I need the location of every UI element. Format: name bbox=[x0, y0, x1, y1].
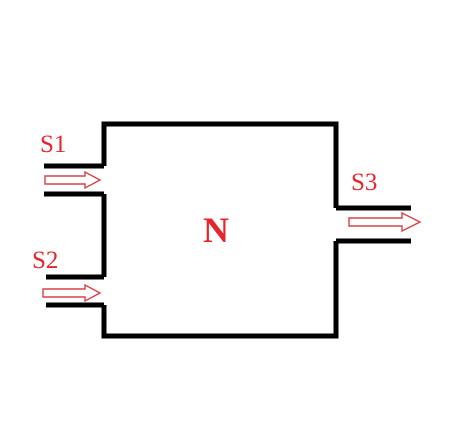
stream-label-s2: S2 bbox=[32, 247, 58, 274]
outlet-arrow-icon bbox=[348, 211, 422, 233]
stream-label-s3: S3 bbox=[351, 169, 377, 196]
unit-body-outline bbox=[101, 121, 339, 339]
inlet-2-arrow-icon bbox=[42, 283, 102, 303]
inlet-1-arrow-icon bbox=[44, 170, 102, 190]
flow-arrows bbox=[42, 170, 422, 303]
unit-label-n: N bbox=[203, 210, 229, 250]
stream-label-s1: S1 bbox=[40, 131, 66, 158]
unit-outline bbox=[44, 121, 411, 339]
